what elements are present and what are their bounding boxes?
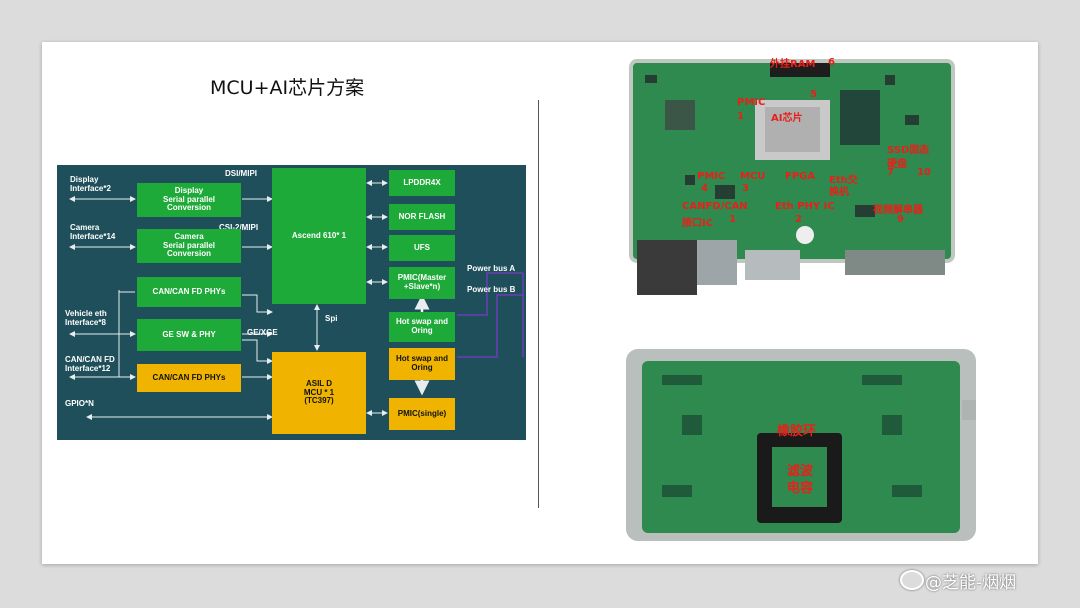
hot-swap-oring-block-1: Hot swap and Oring: [389, 312, 455, 342]
label-fpga: FPGA: [785, 171, 816, 182]
csi-label: CSI-2/MIPI: [219, 223, 259, 232]
label-eth-switch-2: 换机: [829, 187, 849, 198]
label-pmic-top: PMIC: [737, 97, 766, 108]
label-1a: 1: [737, 111, 744, 122]
label-2: 2: [795, 214, 802, 225]
power-bus-a-label: Power bus A: [467, 264, 516, 273]
label-filter-cap-1: 滤波: [787, 464, 814, 479]
label-4: 4: [701, 183, 708, 194]
divider: [538, 100, 539, 508]
label-disk: 硬盘: [887, 159, 907, 170]
dsi-label: DSI/MIPI: [225, 169, 258, 178]
camera-interface-label: Camera Interface*14: [70, 223, 116, 242]
pmic-single-block: PMIC(single): [389, 398, 455, 430]
label-filter-cap-2: 电容: [787, 481, 814, 496]
label-rubber-ring: 橡胶环: [777, 424, 817, 439]
canfd-interface-label: CAN/CAN FD Interface*12: [65, 355, 115, 374]
vehicle-eth-interface-label: Vehicle eth Interface*8: [65, 309, 107, 328]
ufs-block: UFS: [389, 235, 455, 261]
pmic-master-slave-block: PMIC(Master +Slave*n): [389, 267, 455, 299]
pcb-bottom-photo: 橡胶环 滤波 电容: [622, 345, 980, 545]
spi-label: Spi: [325, 314, 338, 323]
label-eth-switch: Eth交: [829, 175, 858, 186]
label-ssd: SSD固态: [887, 145, 930, 156]
weibo-icon: [900, 570, 924, 590]
ascend-610-block: Ascend 610* 1: [272, 168, 366, 304]
label-video-deserializer: 视频解串器: [873, 205, 923, 216]
label-ai-chip: AI芯片: [771, 113, 803, 124]
label-1b: 1: [729, 214, 736, 225]
asil-mcu-block: ASIL D MCU * 1 (TC397): [272, 352, 366, 434]
pcb-top-image: [629, 59, 955, 295]
gpio-label: GPIO*N: [65, 399, 94, 408]
label-eth-phy: Eth PHY IC: [775, 201, 835, 212]
slide-title: MCU+AI芯片方案: [210, 77, 365, 99]
nor-flash-block: NOR FLASH: [389, 204, 455, 230]
label-6: 6: [828, 57, 835, 68]
pcb-top-photo: 外挂RAM 6 5 PMIC 1 AI芯片 SSD固态 硬盘 7 10 PMIC…: [625, 55, 960, 300]
display-conversion-block: Display Serial parallel Conversion: [137, 183, 241, 217]
label-10: 10: [917, 167, 931, 178]
label-mcu: MCU: [740, 171, 766, 182]
ge-xge-label: GE/XGE: [247, 328, 278, 337]
camera-conversion-block: Camera Serial parallel Conversion: [137, 229, 241, 263]
block-diagram: Display Interface*2 Camera Interface*14 …: [57, 165, 526, 440]
label-7: 7: [887, 167, 894, 178]
label-9: 9: [897, 214, 904, 225]
label-external-ram: 外挂RAM: [770, 59, 816, 70]
lpddr4x-block: LPDDR4X: [389, 170, 455, 196]
pcb-bottom-image: [626, 349, 976, 541]
ge-sw-phy-block: GE SW & PHY: [137, 319, 241, 351]
can-phys-2-block: CAN/CAN FD PHYs: [137, 364, 241, 392]
label-pmic-4: PMIC: [697, 171, 726, 182]
label-5: 5: [810, 89, 817, 100]
can-phys-block: CAN/CAN FD PHYs: [137, 277, 241, 307]
watermark: @芝能-烟烟: [925, 573, 1017, 593]
diagram-connectors: [69, 180, 524, 420]
label-canfd-ic: 接口IC: [682, 218, 714, 229]
power-bus-b-label: Power bus B: [467, 285, 516, 294]
label-canfd: CANFD/CAN: [682, 201, 748, 212]
display-interface-label: Display Interface*2: [70, 175, 111, 194]
label-3: 3: [742, 183, 749, 194]
hot-swap-oring-block-2: Hot swap and Oring: [389, 348, 455, 380]
